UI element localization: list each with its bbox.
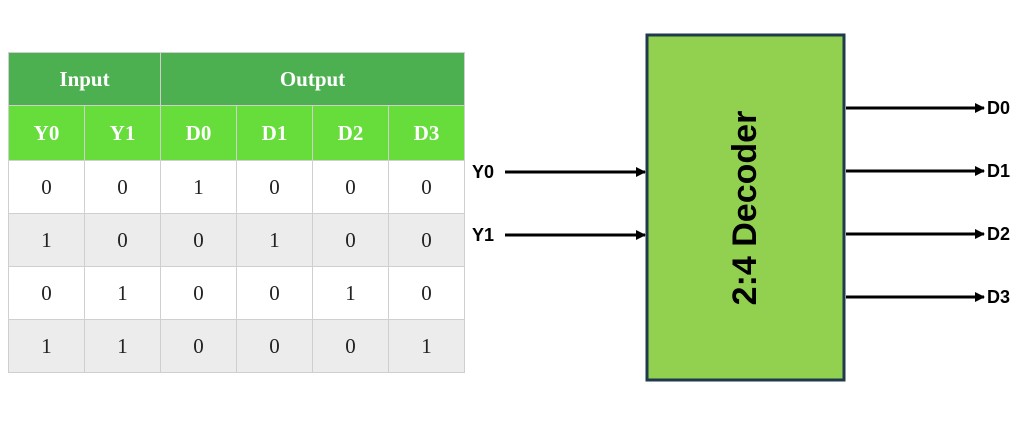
table-cell: 1: [236, 213, 313, 267]
truth-table: Input Output Y0 Y1 D0 D1 D2 D3 0 0 1 0 0…: [8, 52, 465, 373]
table-cell: 0: [236, 266, 313, 320]
table-row: 0 0 1 0 0 0: [8, 160, 465, 214]
table-cell: 0: [84, 160, 161, 214]
table-cell: 0: [312, 160, 389, 214]
input-label-y0: Y0: [472, 162, 494, 182]
table-cell: 0: [236, 160, 313, 214]
table-cell: 0: [236, 319, 313, 373]
table-cell: 1: [160, 160, 237, 214]
input-label-y1: Y1: [472, 225, 494, 245]
output-label-d1: D1: [987, 161, 1010, 181]
table-cell: 0: [8, 266, 85, 320]
table-cell: 1: [8, 319, 85, 373]
decoder-label: 2:4 Decoder: [726, 111, 764, 306]
table-cell: 0: [312, 319, 389, 373]
output-label-d0: D0: [987, 98, 1010, 118]
table-row: 1 1 0 0 0 1: [8, 319, 465, 373]
column-header-y1: Y1: [84, 105, 161, 161]
group-header-row: Input Output: [8, 52, 465, 106]
table-cell: 0: [160, 319, 237, 373]
table-cell: 0: [388, 160, 465, 214]
output-label-d2: D2: [987, 224, 1010, 244]
output-group-header: Output: [160, 52, 465, 106]
table-cell: 1: [388, 319, 465, 373]
column-header-row: Y0 Y1 D0 D1 D2 D3: [8, 105, 465, 161]
column-header-d3: D3: [388, 105, 465, 161]
table-row: 0 1 0 0 1 0: [8, 266, 465, 320]
input-group-header: Input: [8, 52, 161, 106]
column-header-d2: D2: [312, 105, 389, 161]
table-cell: 1: [312, 266, 389, 320]
table-cell: 0: [160, 266, 237, 320]
table-cell: 1: [84, 266, 161, 320]
table-cell: 0: [8, 160, 85, 214]
table-cell: 1: [84, 319, 161, 373]
table-cell: 0: [84, 213, 161, 267]
column-header-d1: D1: [236, 105, 313, 161]
output-label-d3: D3: [987, 287, 1010, 307]
table-row: 1 0 0 1 0 0: [8, 213, 465, 267]
decoder-block: [645, 33, 846, 382]
